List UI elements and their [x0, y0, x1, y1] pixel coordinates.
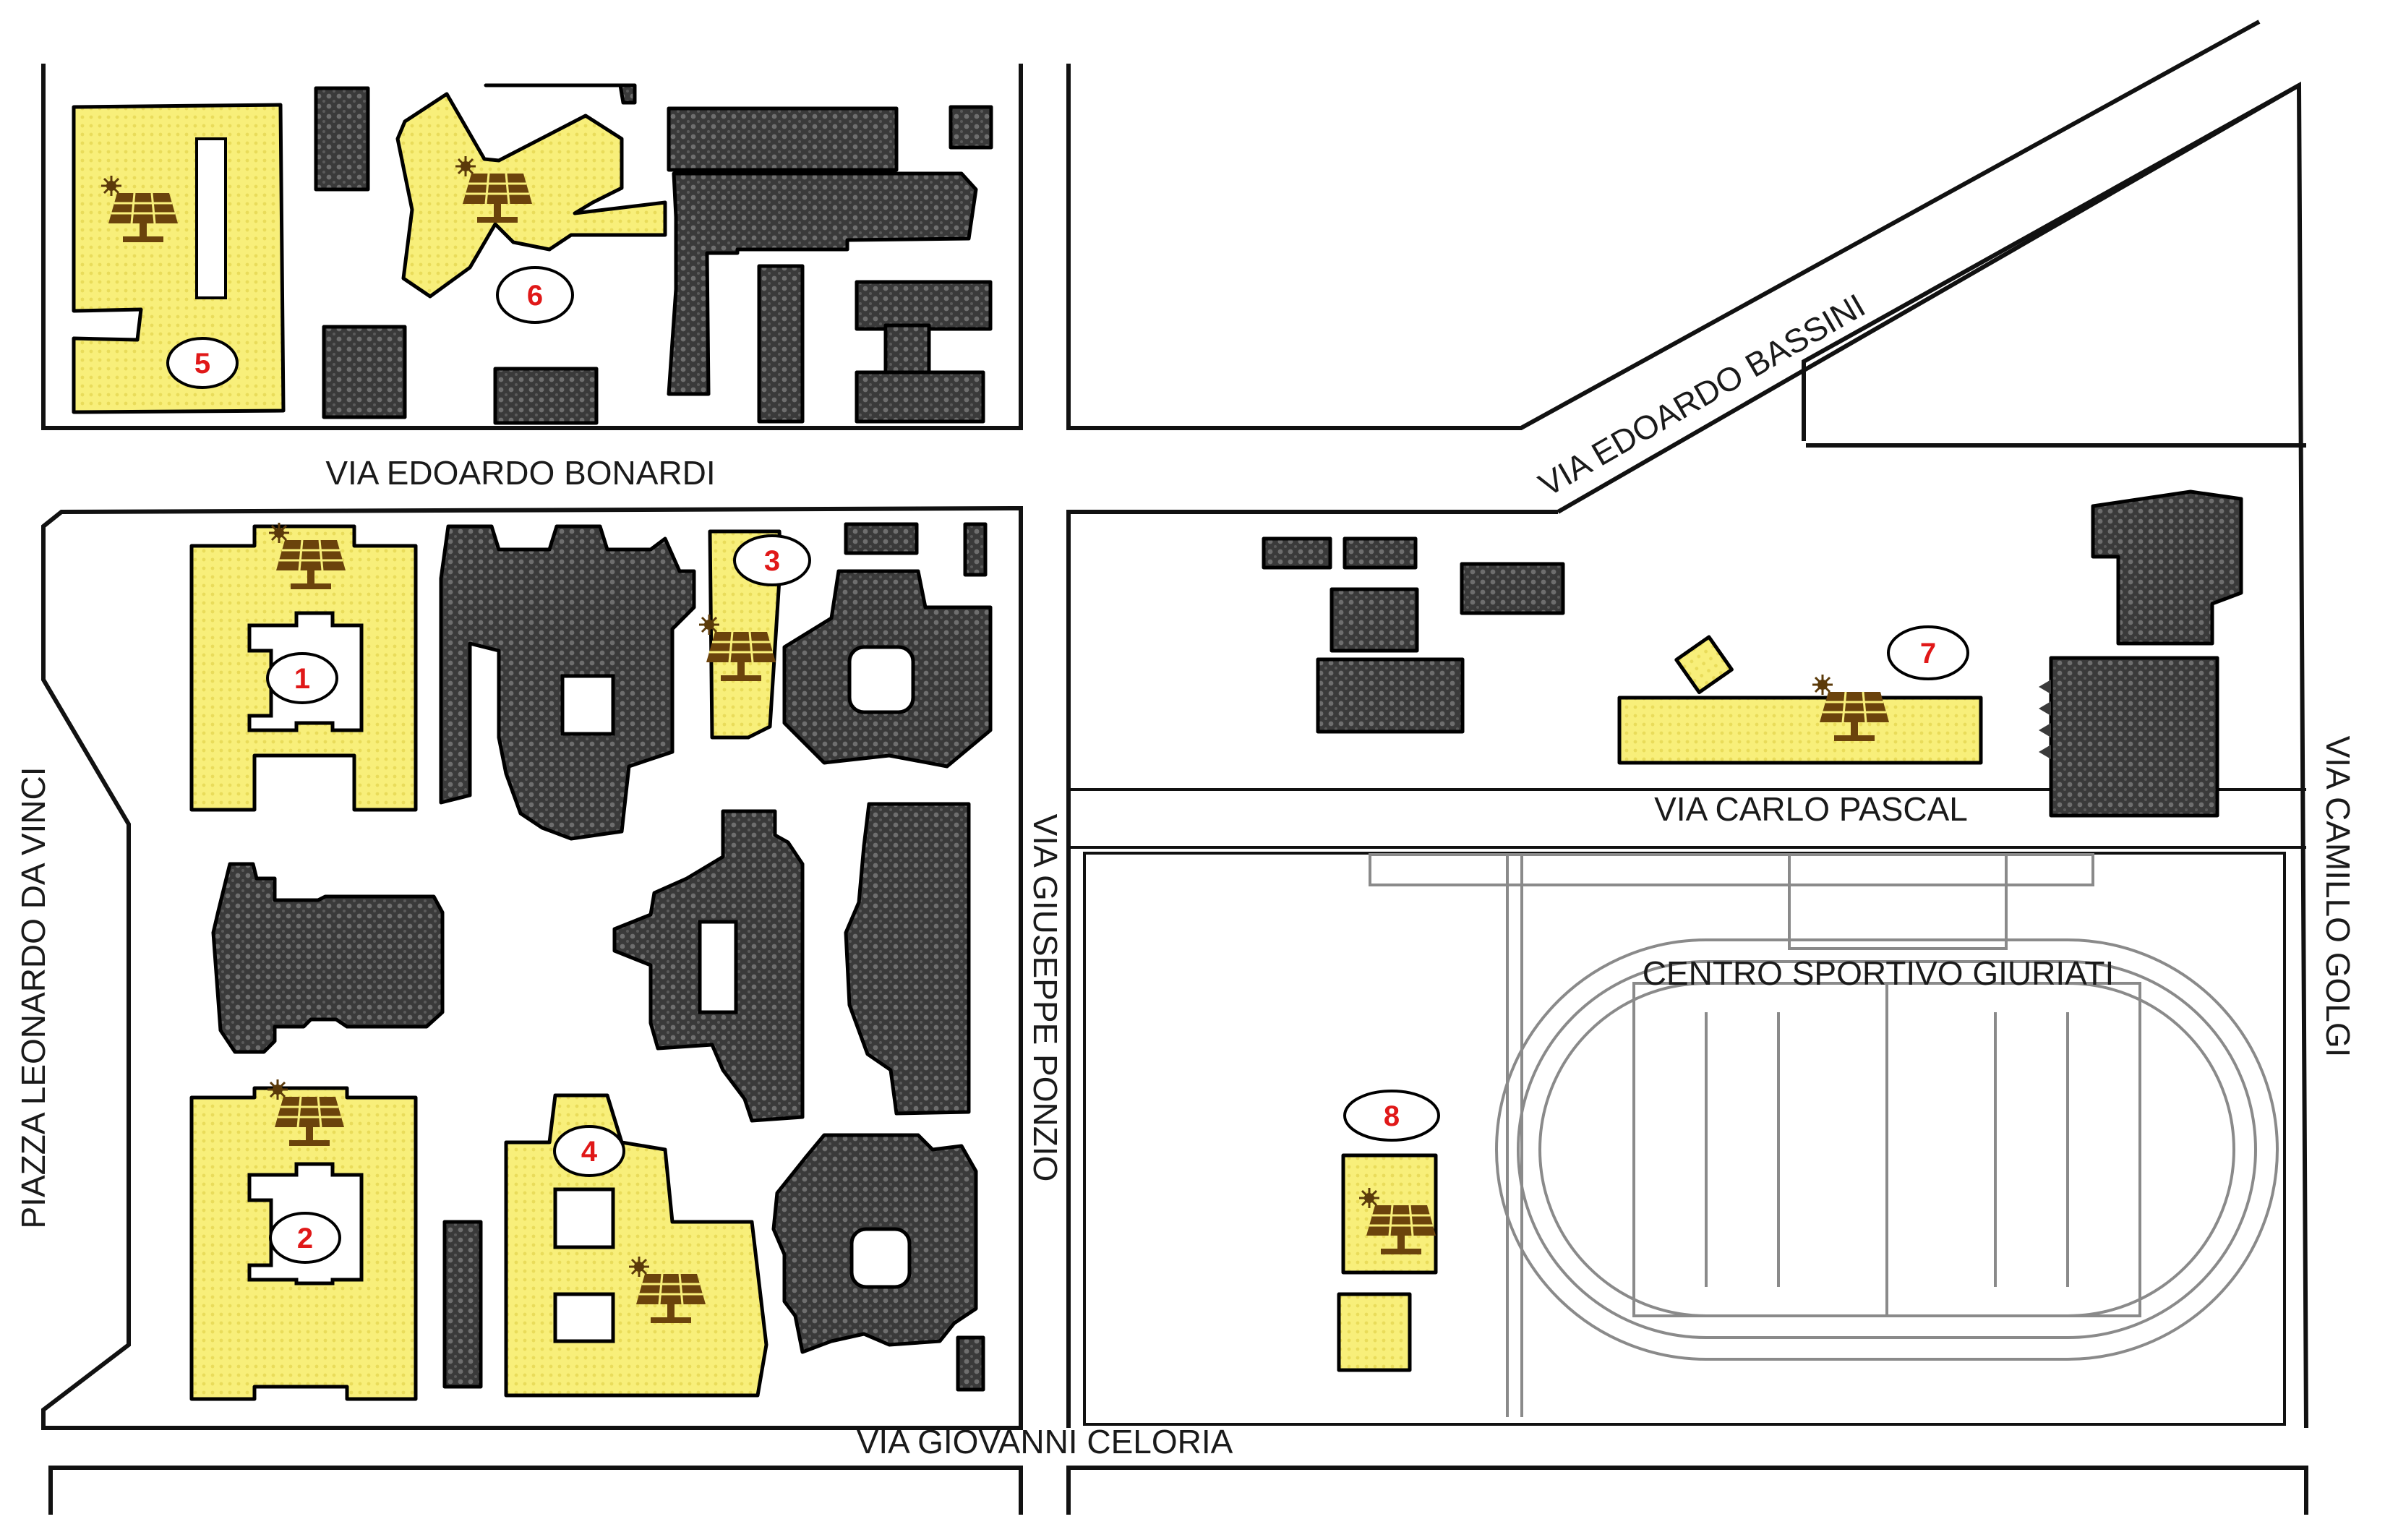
road-network: [41, 20, 2308, 1515]
marker-3[interactable]: 3: [733, 534, 811, 586]
svg-text:1: 1: [294, 663, 310, 695]
building: [883, 323, 931, 380]
building: [855, 280, 993, 331]
building: [844, 802, 971, 1116]
street-label-pascal: VIA CARLO PASCAL: [1654, 790, 1968, 828]
building: [757, 264, 805, 424]
pv-building-8b: [1337, 1292, 1412, 1372]
svg-text:7: 7: [1920, 638, 1936, 670]
street-label-celoria: VIA GIOVANNI CELORIA: [857, 1423, 1233, 1460]
svg-text:5: 5: [194, 348, 210, 380]
building: [2049, 656, 2219, 818]
building: [314, 86, 370, 192]
building: [1316, 657, 1465, 734]
building: [949, 105, 993, 150]
building: [211, 862, 445, 1054]
pv-building-6: [395, 92, 667, 299]
street-label-golgi: VIA CAMILLO GOLGI: [2319, 736, 2357, 1058]
area-label-sports-center: CENTRO SPORTIVO GIURIATI: [1643, 954, 2115, 992]
svg-text:2: 2: [297, 1223, 313, 1254]
svg-text:6: 6: [527, 280, 543, 312]
marker-4[interactable]: 4: [553, 1125, 625, 1177]
building: [1329, 587, 1419, 653]
building: [493, 367, 599, 425]
building: [1262, 536, 1332, 570]
street-label-bonardi: VIA EDOARDO BONARDI: [325, 454, 715, 492]
pv-building-4: [504, 1093, 768, 1398]
building: [956, 1335, 985, 1392]
marker-8[interactable]: 8: [1343, 1090, 1440, 1142]
building: [1460, 562, 1565, 615]
marker-7[interactable]: 7: [1887, 625, 1969, 680]
sawtooth-edge: [2039, 680, 2051, 759]
marker-5[interactable]: 5: [166, 337, 239, 389]
building-markers: 1 2 3 4 5 6 7 8: [166, 266, 1969, 1264]
street-label-ponzio: VIA GIUSEPPE PONZIO: [1027, 814, 1064, 1182]
building: [322, 325, 407, 419]
building: [844, 522, 919, 555]
building: [484, 83, 637, 105]
building: [963, 522, 988, 577]
street-label-leonardo: PIAZZA LEONARDO DA VINCI: [14, 766, 52, 1228]
building: [667, 171, 978, 396]
pv-building-7: [1617, 696, 1983, 765]
building: [2091, 489, 2243, 646]
building: [442, 1220, 483, 1389]
other-buildings: [211, 83, 2243, 1392]
sports-center-track: [1369, 853, 2279, 1417]
building: [855, 370, 985, 424]
marker-2[interactable]: 2: [269, 1212, 341, 1264]
marker-6[interactable]: 6: [496, 266, 574, 324]
pv-buildings: [72, 92, 2051, 1401]
pv-building-7b: [1674, 635, 1734, 695]
marker-1[interactable]: 1: [266, 652, 338, 704]
pv-building-5: [72, 103, 286, 414]
building: [1343, 536, 1418, 570]
svg-text:4: 4: [581, 1136, 598, 1168]
svg-text:3: 3: [764, 545, 780, 577]
building: [667, 106, 899, 172]
svg-text:8: 8: [1384, 1100, 1400, 1132]
